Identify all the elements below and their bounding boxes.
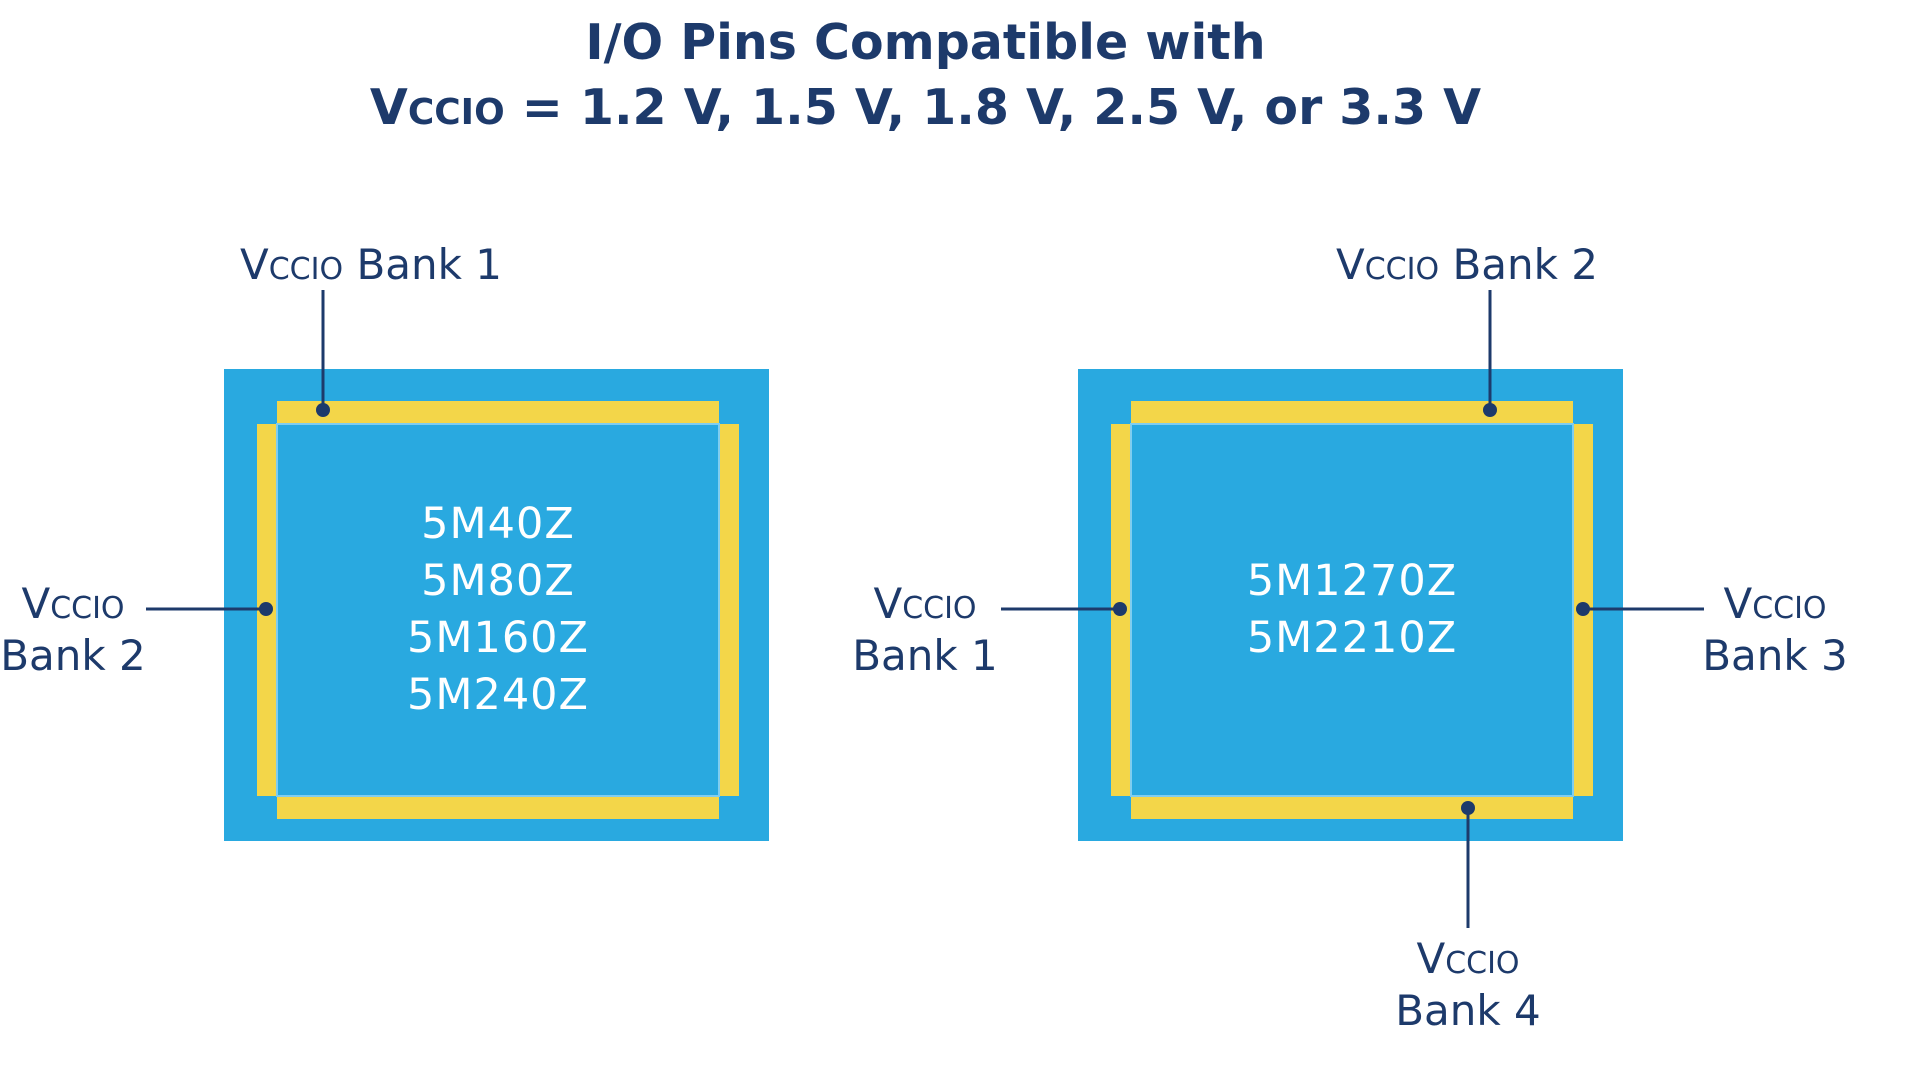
right-bottom-connector-dot [1461, 801, 1475, 815]
vccio-v: V [240, 240, 269, 289]
right-left-connector-dot [1113, 602, 1127, 616]
right-vccio-bank-left-label: VCCIO Bank 1 [850, 583, 1000, 677]
left-top-connector-dot [316, 403, 330, 417]
diagram-title-line-1: I/O Pins Compatible with [585, 14, 1266, 71]
bank-label: Bank 2 [0, 631, 146, 680]
right-vccio-bank-top-label: VCCIO Bank 2 [1336, 244, 1598, 286]
vccio-subscript: CCIO [268, 252, 344, 287]
right-chip-core: 5M1270Z 5M2210Z [1130, 423, 1574, 797]
title-vccio-subscript: CCIO [407, 92, 505, 133]
bank-label: Bank 1 [852, 631, 998, 680]
left-chip-part-number: 5M80Z [421, 556, 575, 606]
title-vccio-v: V [369, 79, 408, 136]
vccio-v: V [1336, 240, 1365, 289]
left-chip-bottom-io-bank [277, 795, 719, 819]
vccio-subscript: CCIO [1364, 252, 1440, 287]
vccio-v: V [1416, 934, 1446, 983]
bank-label: Bank 3 [1702, 631, 1848, 680]
vccio-subscript: CCIO [1445, 946, 1520, 981]
vccio-subscript: CCIO [1752, 591, 1827, 626]
bank-label: Bank 1 [356, 240, 503, 289]
right-chip-top-io-bank [1131, 401, 1573, 425]
left-chip-part-number: 5M40Z [421, 499, 575, 549]
left-chip-top-io-bank [277, 401, 719, 425]
left-chip-core: 5M40Z 5M80Z 5M160Z 5M240Z [276, 423, 720, 797]
left-vccio-bank-top-label: VCCIO Bank 1 [240, 244, 502, 286]
left-chip-part-number: 5M160Z [407, 613, 589, 663]
bank-label: Bank 2 [1452, 240, 1599, 289]
left-chip-right-io-bank [718, 424, 739, 796]
left-chip-part-number: 5M240Z [407, 670, 589, 720]
vccio-subscript: CCIO [50, 591, 125, 626]
right-chip-part-number: 5M1270Z [1246, 556, 1458, 606]
left-left-connector-dot [259, 602, 273, 616]
title-voltage-list: = 1.2 V, 1.5 V, 1.8 V, 2.5 V, or 3.3 V [504, 79, 1482, 136]
vccio-v: V [21, 579, 51, 628]
vccio-v: V [1723, 579, 1753, 628]
vccio-v: V [873, 579, 903, 628]
diagram-title-line-2: VCCIO = 1.2 V, 1.5 V, 1.8 V, 2.5 V, or 3… [0, 83, 1851, 132]
right-top-connector-dot [1483, 403, 1497, 417]
left-vccio-bank-left-label: VCCIO Bank 2 [0, 583, 146, 677]
bank-label: Bank 4 [1395, 986, 1541, 1035]
right-chip-part-number: 5M2210Z [1246, 613, 1458, 663]
right-vccio-bank-bottom-label: VCCIO Bank 4 [1388, 938, 1548, 1032]
right-right-connector-dot [1576, 602, 1590, 616]
right-vccio-bank-right-label: VCCIO Bank 3 [1700, 583, 1850, 677]
right-chip-bottom-io-bank [1131, 795, 1573, 819]
vccio-subscript: CCIO [902, 591, 977, 626]
